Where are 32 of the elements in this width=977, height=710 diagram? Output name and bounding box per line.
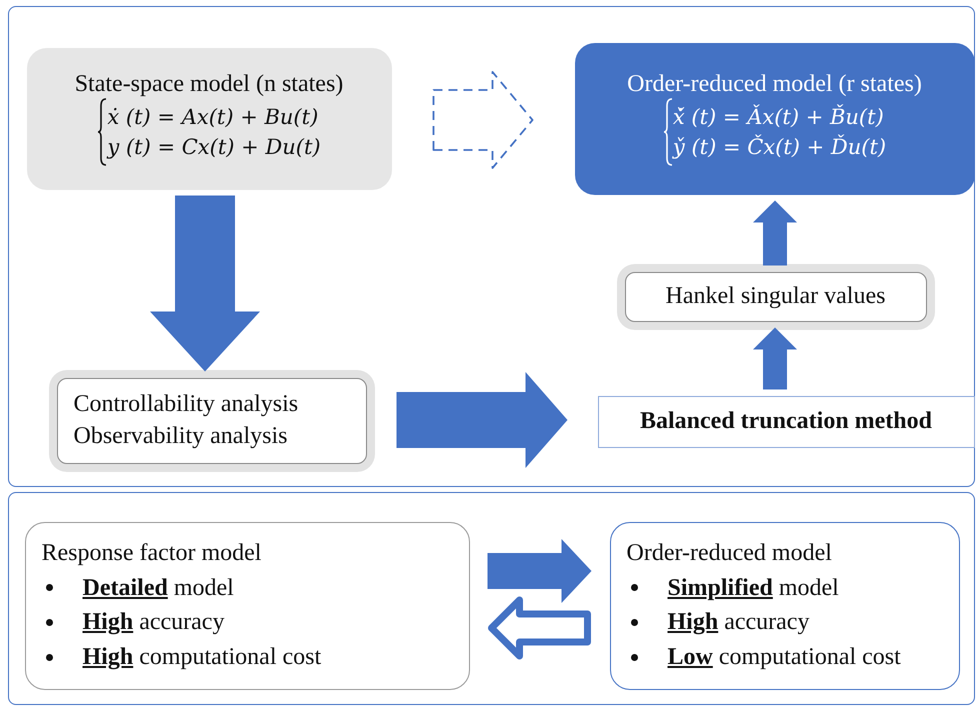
panel-frame [8,492,975,705]
block-arrow [753,328,797,390]
model-title: Order-reduced model (r states) [627,70,922,98]
panel-frame [8,6,975,487]
block-arrow [488,539,592,603]
block-arrow [488,596,591,660]
model-card [24,522,470,690]
block-arrow [150,196,260,372]
method-box [598,396,974,448]
block-arrow [396,372,568,468]
list-item: Detailed model [82,574,234,602]
analysis-text: Controllability analysis [74,390,300,420]
model-title: State-space model (n states) [74,70,344,98]
equation: ẋ (t) = Ax(t) + Bu(t) [107,104,320,131]
list-item: Low computational cost [668,643,901,672]
block-arrow [432,71,534,169]
model-card [610,522,960,690]
card-title: Order-reduced model [626,538,833,568]
model-box [26,48,392,190]
equation: y (t) = Cx(t) + Du(t) [107,134,321,162]
list-item: High accuracy [82,608,224,638]
block-arrow [753,200,797,266]
equation: y̌ (t) = Čx(t) + Ďu(t) [672,134,886,162]
analysis-text: Hankel singular values [666,282,886,311]
list-item: High computational cost [82,643,322,672]
model-box [574,42,974,194]
equation: x̌̇ (t) = Ǎx(t) + B̌u(t) [672,103,885,131]
list-item: High accuracy [668,608,810,638]
card-title: Response factor model [42,538,262,568]
method-text: Balanced truncation method [640,408,932,435]
list-item: Simplified model [668,574,839,602]
analysis-text: Observability analysis [74,422,288,450]
